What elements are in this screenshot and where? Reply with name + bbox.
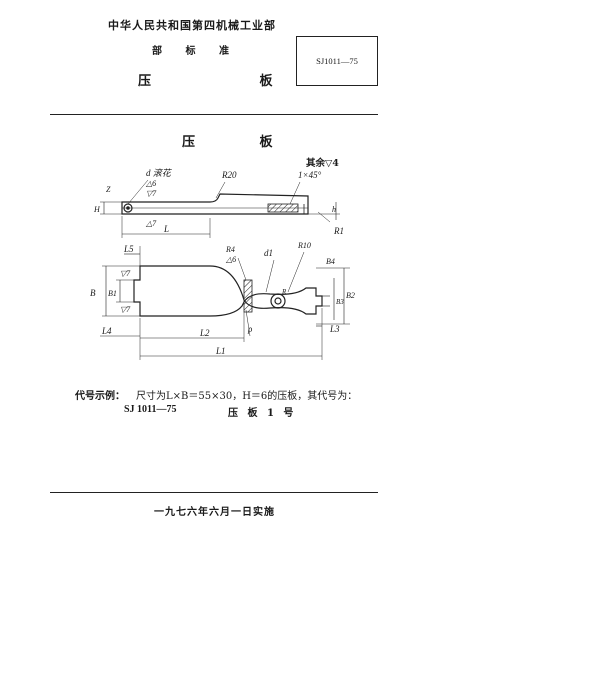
label-delta7-a: ▽7 xyxy=(146,189,157,198)
label-R1: R1 xyxy=(333,226,344,236)
standard-type: 部 标 准 xyxy=(152,46,239,57)
example-text: 尺寸为L×B＝55×30，H＝6的压板，其代号为： xyxy=(136,391,358,402)
label-L: L xyxy=(163,224,169,234)
standard-code: SJ1011—75 xyxy=(316,56,358,66)
example-name: 压 板 1 号 xyxy=(228,408,297,419)
label-delta6-b: △6 xyxy=(225,255,236,264)
label-R10: R10 xyxy=(297,241,311,250)
label-Z: Z xyxy=(106,185,111,194)
label-B4: B4 xyxy=(326,257,335,266)
roughness-note: 其余▽4 xyxy=(306,158,339,169)
main-title: 压 板 xyxy=(182,135,303,150)
label-delta7-c: ▽7 xyxy=(120,269,131,278)
header-title: 压 板 xyxy=(138,74,325,89)
label-d1: d1 xyxy=(264,248,273,258)
label-R4: R4 xyxy=(225,245,235,254)
label-h: h xyxy=(332,205,336,214)
label-L3: L3 xyxy=(329,324,340,334)
label-rho: ρ xyxy=(247,324,253,334)
label-d-knurl: d 滚花 xyxy=(146,168,173,178)
example-label: 代号示例： xyxy=(75,391,125,402)
label-L1: L1 xyxy=(215,346,226,356)
label-B3: B3 xyxy=(336,298,344,306)
label-B2: B2 xyxy=(346,291,355,300)
label-B: B xyxy=(90,288,96,298)
label-delta7-d: ▽7 xyxy=(120,305,131,314)
header-rule xyxy=(50,114,378,115)
label-R-small: R xyxy=(281,288,287,296)
effective-date: 一九七六年六月一日实施 xyxy=(154,507,275,518)
label-H: H xyxy=(93,205,101,214)
label-L2: L2 xyxy=(199,328,210,338)
label-delta6-a: △6 xyxy=(145,179,156,188)
example-code: SJ 1011—75 xyxy=(124,404,177,415)
label-L5: L5 xyxy=(123,244,134,254)
label-delta7-b: △7 xyxy=(145,219,157,228)
footer-rule xyxy=(50,492,378,493)
label-L4: L4 xyxy=(101,326,112,336)
technical-drawing: d 滚花 △6 ▽7 △7 R20 1×45° H Z h R1 L L5 R4… xyxy=(90,168,355,360)
label-B1: B1 xyxy=(108,289,117,298)
standard-code-box: SJ1011—75 xyxy=(296,36,378,86)
ministry-name: 中华人民共和国第四机械工业部 xyxy=(108,19,276,32)
label-chamfer: 1×45° xyxy=(298,170,322,180)
label-r20: R20 xyxy=(221,170,237,180)
